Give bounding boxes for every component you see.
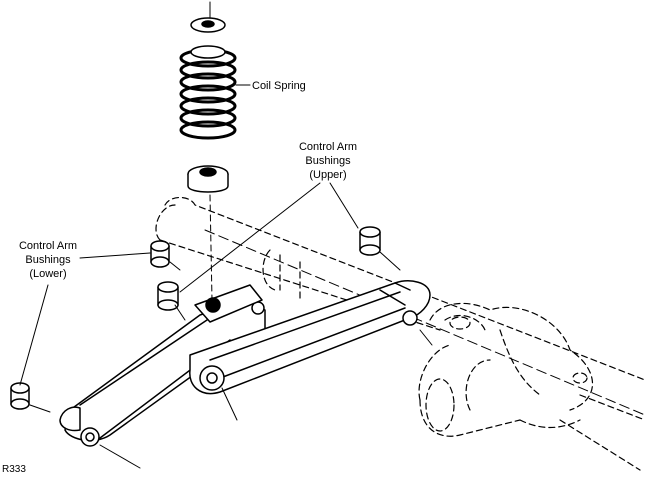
axle-centerline [204,229,645,416]
coil-spring-label: Coil Spring [252,79,306,93]
bushings [10,226,381,410]
lower-bushings-label-line-1: Control Arm [18,240,78,252]
upper-bushings-label: Control Arm Bushings (Upper) [288,140,368,182]
lower-bushings-label-line-2: Bushings [25,254,71,266]
upper-bushings-label-line-2: Bushings [305,155,351,167]
upper-bushings-label-line-3: (Upper) [309,169,347,181]
upper-bushing-right [359,226,381,256]
lower-control-arm [59,284,266,447]
coil-spring-assembly [179,1,237,313]
upper-bushing-left [157,281,179,311]
lower-bushing-right [150,240,170,268]
lower-bushings-label: Control Arm Bushings (Lower) [8,239,88,281]
upper-bushings-label-line-1: Control Arm [298,141,358,153]
upper-control-arm [189,280,431,395]
figure-id: R333 [2,464,26,475]
leader-lines [19,84,359,386]
coil-spring-label-text: Coil Spring [252,80,306,92]
lower-bushings-label-line-3: (Lower) [29,268,67,280]
lower-bushing-left [10,382,30,410]
bolt-axes [29,251,433,469]
